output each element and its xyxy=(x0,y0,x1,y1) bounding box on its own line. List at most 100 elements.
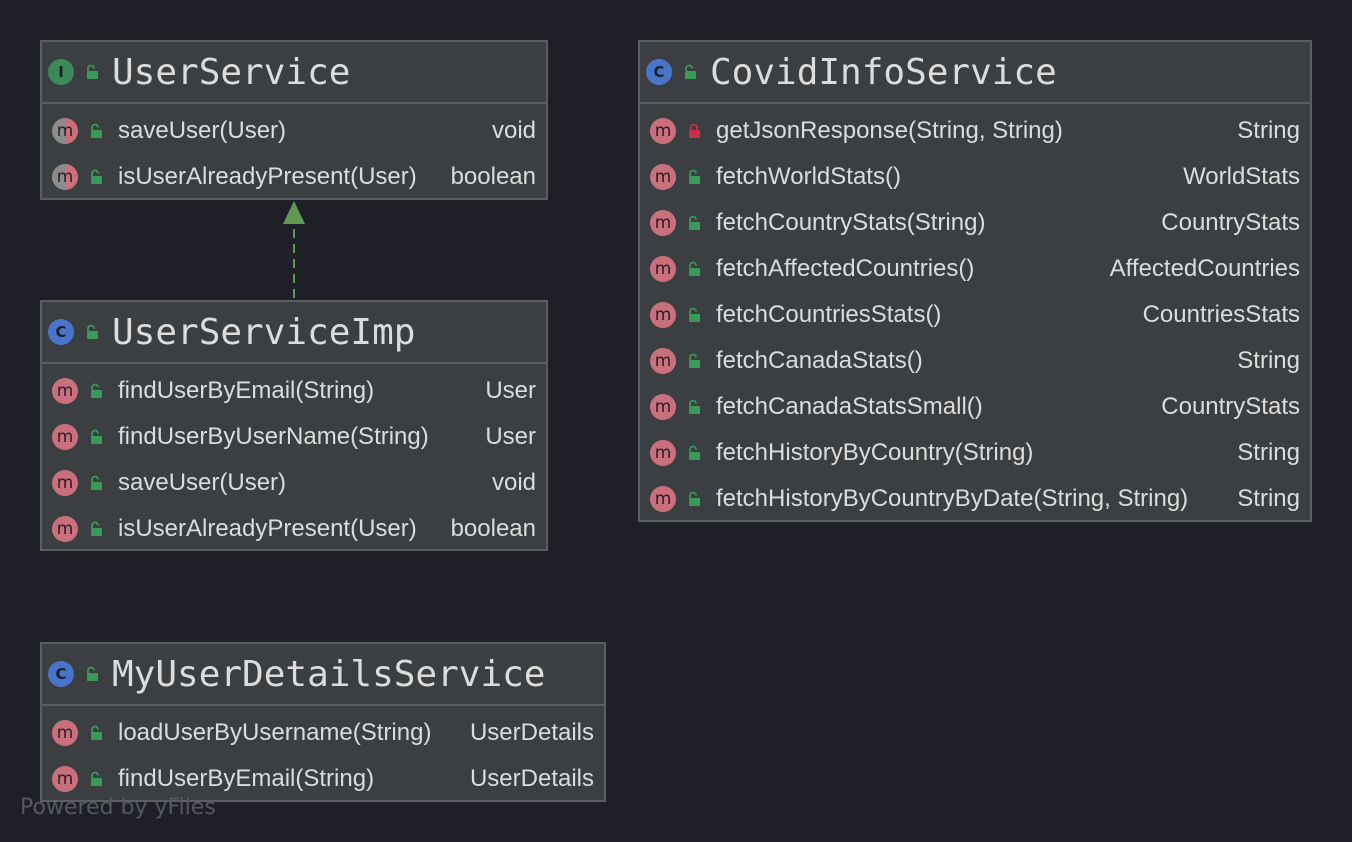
class-name: CovidInfoService xyxy=(710,51,1057,93)
public-lock-icon xyxy=(88,169,104,185)
method-signature: fetchCanadaStats() xyxy=(716,347,923,374)
method-return-type: String xyxy=(1237,117,1300,144)
method-signature: fetchWorldStats() xyxy=(716,163,901,190)
public-lock-icon xyxy=(682,64,698,80)
method-return-type: boolean xyxy=(450,515,536,542)
method-icon: m xyxy=(52,424,78,450)
method-return-type: String xyxy=(1237,347,1300,374)
method-row[interactable]: m fetchWorldStats() WorldStats xyxy=(640,154,1310,200)
public-lock-icon xyxy=(84,666,100,682)
method-signature: findUserByEmail(String) xyxy=(118,377,375,404)
method-row[interactable]: m saveUser(User) void xyxy=(42,460,546,506)
method-return-type: CountryStats xyxy=(1161,393,1300,420)
class-box-user-service[interactable]: I UserService m saveUser(User) void m isUser… xyxy=(40,40,548,200)
method-icon: m xyxy=(52,378,78,404)
method-return-type: User xyxy=(485,423,536,450)
class-icon: C xyxy=(48,661,74,687)
class-box-user-service-imp[interactable]: C UserServiceImp m findUserByEmail(String… xyxy=(40,300,548,551)
watermark: Powered by yFiles xyxy=(20,795,216,820)
class-icon: C xyxy=(48,319,74,345)
public-lock-icon xyxy=(686,261,702,277)
method-row[interactable]: m isUserAlreadyPresent(User) boolean xyxy=(42,154,546,200)
public-lock-icon xyxy=(686,399,702,415)
public-lock-icon xyxy=(88,521,104,537)
method-signature: fetchHistoryByCountryByDate(String, Stri… xyxy=(716,485,1189,512)
public-lock-icon xyxy=(686,215,702,231)
class-header: I UserService xyxy=(42,42,546,104)
private-lock-icon xyxy=(686,123,702,139)
method-icon: m xyxy=(650,302,676,328)
method-list: m findUserByEmail(String) User m findUserByU… xyxy=(42,364,546,552)
method-return-type: void xyxy=(491,469,536,496)
method-signature: isUserAlreadyPresent(User) xyxy=(118,163,417,190)
method-return-type: WorldStats xyxy=(1183,163,1300,190)
class-box-covid-info-service[interactable]: C CovidInfoService m getJsonResponse(Stri… xyxy=(638,40,1312,522)
method-signature: getJsonResponse(String, String) xyxy=(716,117,1063,144)
method-icon: m xyxy=(52,720,78,746)
public-lock-icon xyxy=(686,353,702,369)
method-row[interactable]: m findUserByUserName(String) User xyxy=(42,414,546,460)
method-list: m saveUser(User) void m isUserAlreadyPresent… xyxy=(42,104,546,200)
method-row[interactable]: m fetchCanadaStats() String xyxy=(640,338,1310,384)
method-icon: m xyxy=(52,766,78,792)
class-header: C UserServiceImp xyxy=(42,302,546,364)
method-icon: m xyxy=(650,486,676,512)
public-lock-icon xyxy=(686,491,702,507)
method-icon: m xyxy=(650,348,676,374)
method-return-type: String xyxy=(1237,485,1300,512)
public-lock-icon xyxy=(88,475,104,491)
method-row[interactable]: m fetchCountryStats(String) CountryStats xyxy=(640,200,1310,246)
public-lock-icon xyxy=(686,445,702,461)
method-row[interactable]: m fetchHistoryByCountry(String) String xyxy=(640,430,1310,476)
class-header: C CovidInfoService xyxy=(640,42,1310,104)
method-icon: m xyxy=(52,470,78,496)
method-icon: m xyxy=(52,516,78,542)
public-lock-icon xyxy=(88,771,104,787)
public-lock-icon xyxy=(686,307,702,323)
method-row[interactable]: m fetchHistoryByCountryByDate(String, Str… xyxy=(640,476,1310,522)
class-icon: C xyxy=(646,59,672,85)
method-icon: m xyxy=(650,440,676,466)
public-lock-icon xyxy=(88,429,104,445)
method-signature: saveUser(User) xyxy=(118,469,287,496)
method-signature: fetchCountryStats(String) xyxy=(716,209,986,236)
interface-icon: I xyxy=(48,59,74,85)
public-lock-icon xyxy=(84,64,100,80)
method-signature: fetchCanadaStatsSmall() xyxy=(716,393,983,420)
method-return-type: void xyxy=(491,117,536,144)
method-return-type: String xyxy=(1237,439,1300,466)
method-icon: m xyxy=(52,118,78,144)
method-signature: findUserByEmail(String) xyxy=(118,765,375,792)
public-lock-icon xyxy=(84,324,100,340)
method-icon: m xyxy=(650,210,676,236)
method-signature: findUserByUserName(String) xyxy=(118,423,429,450)
method-return-type: CountryStats xyxy=(1161,209,1300,236)
method-row[interactable]: m saveUser(User) void xyxy=(42,108,546,154)
method-icon: m xyxy=(650,164,676,190)
class-name: MyUserDetailsService xyxy=(112,653,546,695)
method-return-type: AffectedCountries xyxy=(1109,255,1300,282)
public-lock-icon xyxy=(88,725,104,741)
method-signature: saveUser(User) xyxy=(118,117,287,144)
class-header: C MyUserDetailsService xyxy=(42,644,604,706)
method-return-type: boolean xyxy=(450,163,536,190)
public-lock-icon xyxy=(686,169,702,185)
public-lock-icon xyxy=(88,383,104,399)
method-icon: m xyxy=(52,164,78,190)
method-icon: m xyxy=(650,256,676,282)
method-signature: fetchHistoryByCountry(String) xyxy=(716,439,1034,466)
class-name: UserServiceImp xyxy=(112,311,416,353)
method-signature: fetchCountriesStats() xyxy=(716,301,942,328)
